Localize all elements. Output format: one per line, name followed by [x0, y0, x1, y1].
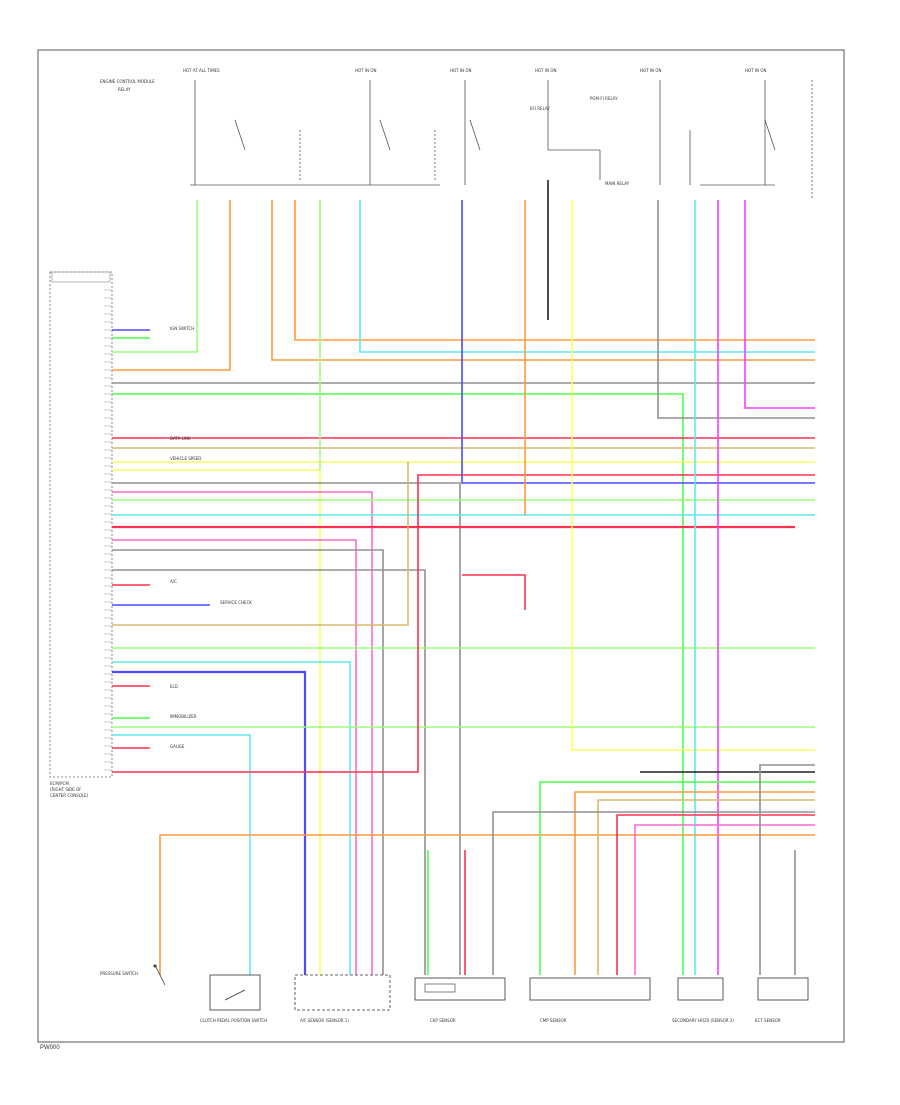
side-label-eld: ELD — [170, 684, 178, 689]
knock-sensor: SECONDARY HO2S (SENSOR 2) — [672, 977, 734, 1023]
ho2s-label: SECONDARY HO2S (SENSOR 2) — [672, 1018, 734, 1023]
side-label-ign: IGN SWITCH — [170, 326, 194, 331]
wire-orange-2 — [294, 200, 815, 341]
wire-orange-1 — [112, 200, 231, 371]
wire-red-7 — [616, 814, 815, 975]
wire-tan-3 — [597, 799, 815, 975]
side-labels: IGN SWITCH DATA LINK VEHICLE SPEED A/C S… — [170, 326, 252, 749]
wire-tan-2 — [112, 462, 409, 626]
ecm-label-line3: CENTER CONSOLE) — [50, 793, 89, 798]
wire-orange-3 — [271, 200, 815, 361]
wire-yellow-3 — [571, 200, 815, 751]
wire-pink-2 — [112, 539, 357, 975]
ckp-sensor-label: CKP SENSOR — [430, 1018, 456, 1023]
cmp-sensor-label: CMP SENSOR — [540, 1018, 567, 1023]
power-supply-section: ENGINE CONTROL MODULE RELAY HOT AT ALL T… — [100, 68, 813, 200]
side-label-immo: IMMOBILIZER — [170, 714, 197, 719]
wire-gray-4 — [112, 569, 426, 975]
efi-relay-label: EFI RELAY — [530, 106, 550, 111]
side-label-dlc: DATA LINK — [170, 436, 191, 441]
top-box-2: HOT IN ON — [355, 68, 376, 73]
wire-harness — [112, 180, 815, 975]
wire-red-6 — [462, 574, 526, 610]
wire-cyan-2 — [112, 661, 351, 975]
af-sensor: A/F SENSOR (SENSOR 1) — [294, 974, 391, 1023]
clutch-switch: CLUTCH PEDAL POSITION SWITCH — [200, 974, 267, 1023]
wire-orange-6 — [574, 791, 815, 975]
top-box-6: HOT IN ON — [745, 68, 766, 73]
wire-gray-3 — [112, 549, 384, 975]
cmp-sensor: CMP SENSOR — [529, 977, 651, 1023]
top-box-4: HOT IN ON — [535, 68, 556, 73]
wire-cyan-3 — [112, 734, 251, 975]
wire-magenta-2 — [744, 200, 815, 409]
wire-red-5 — [112, 474, 815, 773]
wire-orange-5 — [159, 834, 815, 975]
ect-sensor-label: ECT SENSOR — [755, 1018, 781, 1023]
wire-cyan-4 — [359, 200, 815, 353]
wire-gray-5 — [657, 200, 815, 419]
wire-blue-4 — [461, 200, 815, 484]
diagram-id: PW000 — [40, 1045, 60, 1051]
bottom-components: PRESSURE SWITCH CLUTCH PEDAL POSITION SW… — [100, 964, 809, 1023]
pressure-switch: PRESSURE SWITCH — [100, 964, 166, 986]
wire-yellow-2 — [112, 469, 321, 975]
wire-gray-6 — [492, 811, 815, 975]
relay-label: RELAY — [118, 87, 131, 92]
side-label-gauge: GAUGE — [170, 744, 185, 749]
wire-lightgreen-1 — [112, 200, 198, 353]
clutch-switch-label: CLUTCH PEDAL POSITION SWITCH — [200, 1018, 267, 1023]
engine-module-label: ENGINE CONTROL MODULE — [100, 79, 155, 84]
side-label-ac: A/C — [170, 579, 177, 584]
diagram-frame — [37, 49, 845, 1043]
top-box-5: HOT IN ON — [640, 68, 661, 73]
side-label-service: SERVICE CHECK — [220, 600, 252, 605]
af-sensor-label: A/F SENSOR (SENSOR 1) — [300, 1018, 349, 1023]
pressure-switch-label: PRESSURE SWITCH — [100, 971, 138, 976]
wire-pink-3 — [634, 824, 815, 975]
ecm-label-line2: (RIGHT SIDE OF — [50, 787, 82, 792]
wire-blue-3 — [112, 670, 307, 975]
top-box-1: HOT AT ALL TIMES — [183, 68, 220, 73]
wire-green-3 — [539, 781, 815, 975]
ckp-sensor: CKP SENSOR — [414, 977, 506, 1023]
side-label-vss: VEHICLE SPEED — [170, 456, 201, 461]
wire-gray-7 — [759, 764, 815, 975]
ecm-connector: ECM/PCM (RIGHT SIDE OF CENTER CONSOLE) — [49, 271, 113, 798]
ect-sensor: ECT SENSOR — [755, 977, 809, 1023]
main-relay-label: MAIN RELAY — [605, 181, 630, 186]
ecm-label-line1: ECM/PCM — [50, 781, 69, 786]
pgm-fi-relay-label: PGM-FI RELAY — [590, 96, 618, 101]
wire-pink-1 — [112, 491, 373, 975]
wire-gray-2 — [112, 482, 461, 975]
top-box-3: HOT IN ON — [450, 68, 471, 73]
